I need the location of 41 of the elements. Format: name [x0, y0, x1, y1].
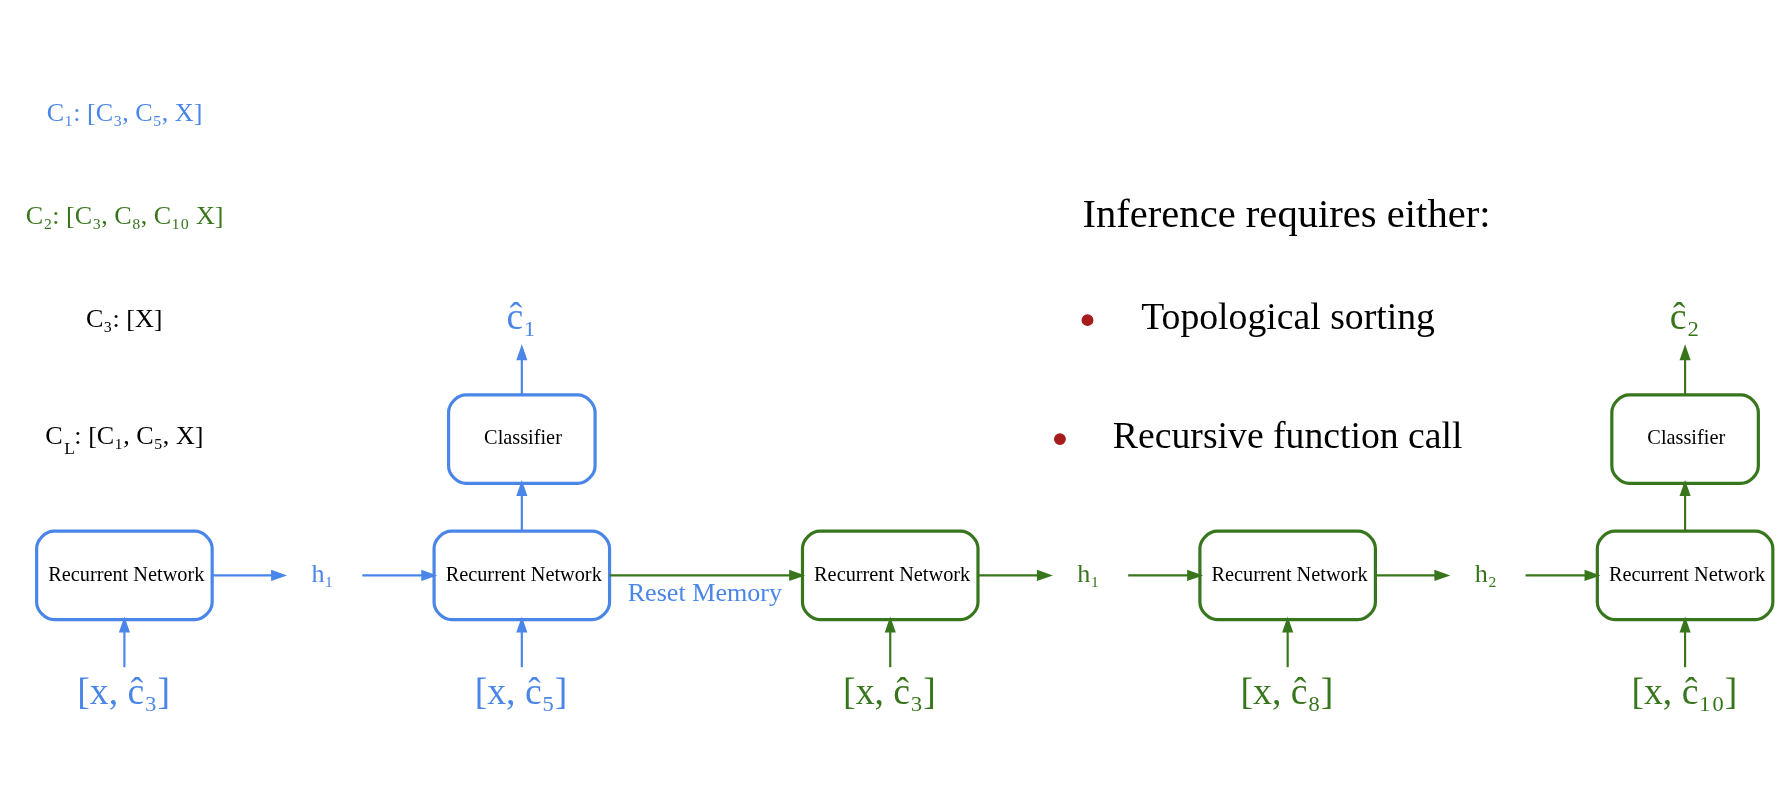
label: C₂: [C₃, C₈, C₁₀ X]: [25, 200, 224, 230]
arrow: [516, 616, 528, 668]
node-box: Recurrent Network: [800, 529, 980, 622]
label: C₃: [X]: [85, 303, 163, 333]
arrow: [1128, 569, 1204, 582]
edge-label: Reset Memory: [627, 577, 783, 607]
node-text: [x, ĉ₃]: [77, 669, 170, 712]
arrow: [1679, 480, 1691, 531]
arrow: [609, 569, 806, 582]
arrow: [1375, 569, 1451, 582]
node-text: ĉ₁: [506, 295, 537, 338]
arrow: [362, 569, 438, 582]
node-box: Recurrent Network: [1198, 529, 1377, 622]
node-text: ĉ₂: [1669, 295, 1700, 338]
node-text: [x, ĉ₃]: [843, 669, 936, 712]
label: C₁: [C₃, C₅, X]: [46, 98, 203, 128]
arrow: [118, 616, 130, 668]
node-box: Recurrent Network: [432, 529, 612, 622]
arrow: [884, 616, 896, 668]
label: Inference requires either:: [1082, 191, 1491, 237]
arrow: [212, 569, 288, 582]
label: C$_{L}$: [C₁, C₅, X]: [45, 421, 204, 459]
arrow: [516, 480, 528, 531]
node-text: h₁: [311, 558, 334, 588]
arrow: [1525, 569, 1601, 582]
arrow: [978, 569, 1053, 582]
arrow: [1679, 616, 1691, 668]
node-text: [x, ĉ₅]: [474, 669, 568, 712]
node-box: Classifier: [1610, 393, 1760, 485]
arrow: [516, 344, 528, 395]
arrow: [1282, 616, 1294, 668]
label: Recursive function call: [1112, 414, 1463, 457]
node-box: Recurrent Network: [35, 529, 214, 622]
node-box: Recurrent Network: [1595, 529, 1775, 622]
label: Topological sorting: [1141, 295, 1435, 338]
arrow: [1679, 344, 1691, 395]
node-text: h₂: [1474, 558, 1497, 588]
node-text: [x, ĉ₈]: [1240, 669, 1334, 712]
node-box: Classifier: [446, 393, 597, 485]
node-text: [x, ĉ₁₀]: [1631, 669, 1738, 712]
node-text: h₁: [1077, 558, 1100, 588]
